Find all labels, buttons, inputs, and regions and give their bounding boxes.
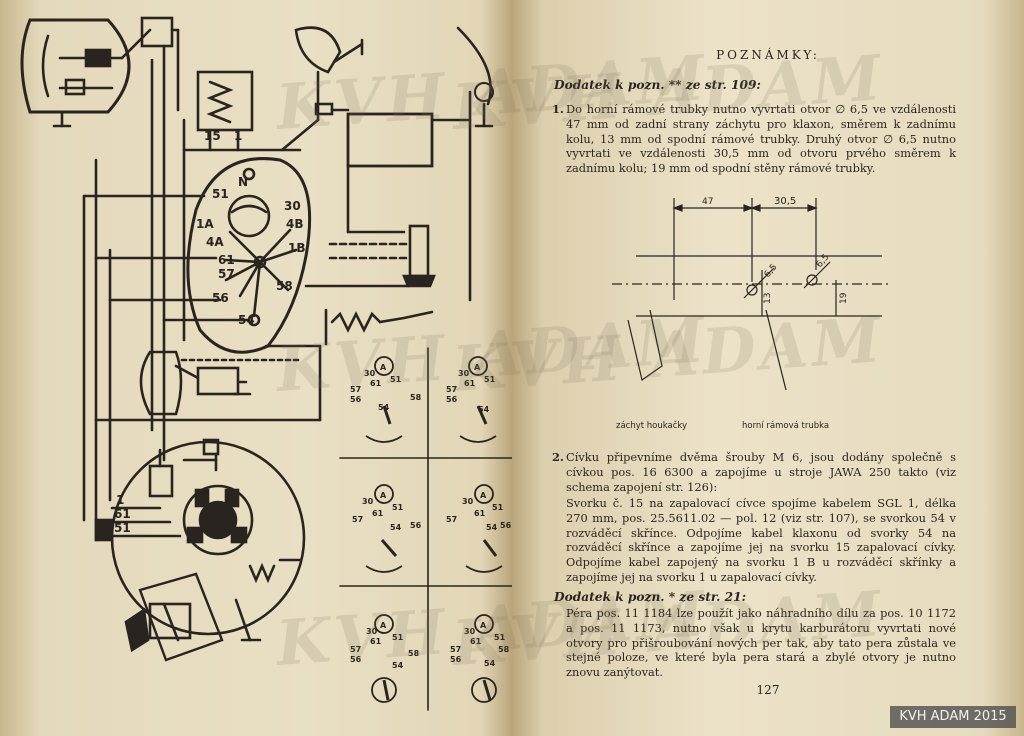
svg-text:57: 57 [446,385,457,394]
terminal-15-label: 15 [204,129,221,143]
svg-text:57: 57 [350,645,361,654]
dimension-6-5-right-label: 6,5 [815,253,832,270]
terminal-58-label: 58 [276,279,293,293]
page-number: 127 [756,683,780,697]
svg-text:54: 54 [390,523,402,532]
svg-text:56: 56 [446,395,458,404]
svg-text:51: 51 [492,503,504,512]
svg-text:58: 58 [410,393,422,402]
svg-text:51: 51 [392,633,404,642]
svg-text:A: A [380,363,387,372]
terminal-1a-label: 1A [196,217,214,231]
terminal-1-label: 1 [234,129,242,143]
right-page: POZNÁMKY: Dodatek k pozn. ** ze str. 109… [450,0,1024,736]
svg-text:51: 51 [392,503,404,512]
terminal-4a-label: 4A [206,235,224,249]
addendum-2-title: Dodatek k pozn. * ze str. 21: [554,590,747,604]
terminal-30-label: 30 [284,199,301,213]
generator-terminal-51-label: 51 [114,521,131,535]
svg-text:A: A [480,621,487,630]
svg-text:A: A [474,363,481,372]
switch-diagram-3: A 30 51 57 61 56 54 [352,491,422,532]
generator-terminal-1-label: 1 [116,493,124,507]
terminal-4b-label: 4B [286,217,304,231]
page-heading: POZNÁMKY: [716,48,820,62]
addendum-1-title: Dodatek k pozn. ** ze str. 109: [554,78,761,92]
svg-text:54: 54 [486,523,498,532]
wiring-diagram: 15 1 51 N 30 1A 4A 4B 1B 61 57 56 58 54 … [20,16,513,711]
svg-text:54: 54 [478,405,490,414]
svg-text:57: 57 [446,515,457,524]
svg-text:30: 30 [462,497,474,506]
svg-text:61: 61 [474,509,486,518]
dimension-13-label: 13 [763,293,773,304]
svg-text:56: 56 [450,655,462,664]
svg-text:54: 54 [484,659,496,668]
svg-text:56: 56 [410,521,422,530]
svg-text:61: 61 [470,637,482,646]
dimension-19-label: 19 [839,292,849,304]
svg-text:57: 57 [350,385,361,394]
terminal-n-label: N [238,175,248,189]
svg-text:A: A [380,621,387,630]
switch-diagram-1: A 30 51 57 61 56 58 54 [350,363,422,412]
dimension-30-5-label: 30,5 [774,196,796,207]
svg-text:30: 30 [362,497,374,506]
svg-text:56: 56 [350,395,362,404]
drilling-drawing: 47 30,5 6,5 6,5 13 19 záchyt houkačky ho… [612,196,892,431]
svg-text:51: 51 [390,375,402,384]
terminal-61-label: 61 [218,253,235,267]
svg-text:56: 56 [350,655,362,664]
svg-text:56: 56 [500,521,512,530]
svg-text:58: 58 [498,645,510,654]
svg-text:51: 51 [484,375,496,384]
svg-text:30: 30 [458,369,470,378]
item-2-number: 2. [552,450,564,464]
svg-text:57: 57 [450,645,461,654]
svg-text:61: 61 [370,379,382,388]
svg-text:51: 51 [494,633,506,642]
caption-upper-frame-tube: horní rámová trubka [742,421,829,431]
svg-text:30: 30 [366,627,378,636]
svg-text:A: A [380,491,387,500]
item-2-text-2: Svorku č. 15 na zapalovací cívce spojíme… [566,496,956,584]
svg-text:30: 30 [364,369,376,378]
dimension-47-label: 47 [702,197,713,207]
item-1-number: 1. [552,102,564,116]
caption-horn-catch: záchyt houkačky [616,420,687,431]
terminal-1b-label: 1B [288,241,306,255]
svg-text:30: 30 [464,627,476,636]
item-1-text: Do horní rámové trubky nutno vyvrtati ot… [566,102,956,176]
switch-diagram-6: A 30 51 57 61 56 58 54 [450,621,510,668]
generator-terminal-61-label: 61 [114,507,131,521]
left-page: 15 1 51 N 30 1A 4A 4B 1B 61 57 56 58 54 … [20,16,711,711]
switch-diagram-2: A 30 51 57 61 56 54 [446,363,496,414]
addendum-2-text: Péra pos. 11 1184 lze použít jako náhrad… [566,606,956,680]
svg-text:61: 61 [372,509,384,518]
svg-text:57: 57 [352,515,363,524]
switch-diagram-5: A 30 51 57 61 56 58 54 [350,621,420,670]
svg-text:61: 61 [464,379,476,388]
item-2-text: Cívku připevníme dvěma šrouby M 6, jsou … [566,450,956,494]
terminal-57-label: 57 [218,267,235,281]
switch-diagram-4: A 30 51 57 61 56 54 [446,491,512,532]
svg-text:54: 54 [392,661,404,670]
terminal-54-label: 54 [238,313,255,327]
terminal-51-label: 51 [212,187,229,201]
source-stamp: KVH ADAM 2015 [890,706,1016,728]
svg-text:A: A [480,491,487,500]
terminal-56-label: 56 [212,291,229,305]
svg-text:54: 54 [378,403,390,412]
svg-text:58: 58 [408,649,420,658]
svg-text:61: 61 [370,637,382,646]
